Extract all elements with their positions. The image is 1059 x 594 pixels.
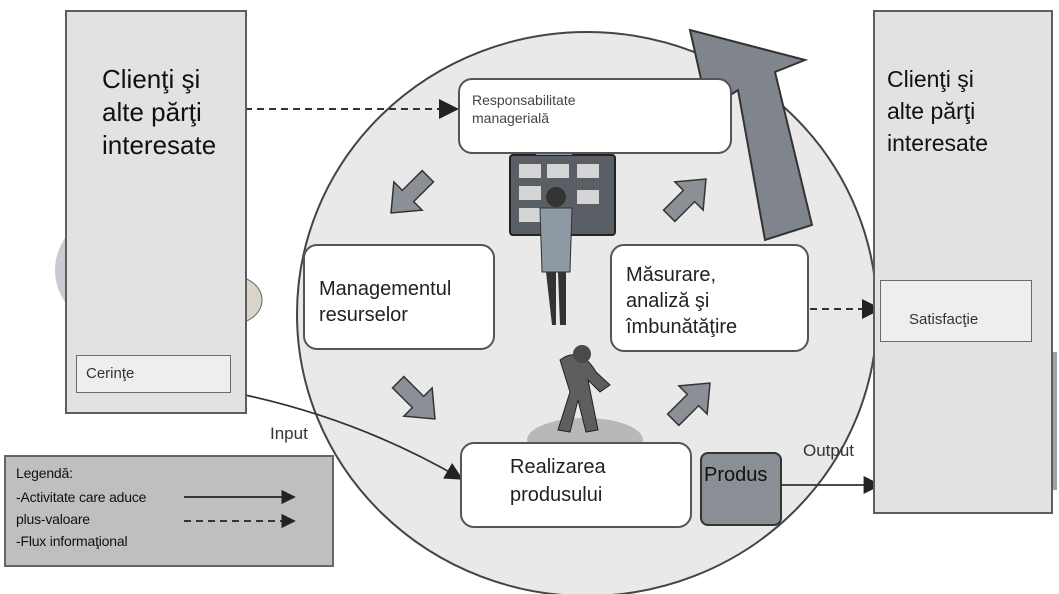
resource-management-box: Managementul resurselor <box>303 244 495 350</box>
requirements-label: Cerinţe <box>86 365 134 382</box>
left-stakeholders-panel: Clienţi şi alte părţi interesate <box>65 10 247 414</box>
management-responsibility-box: Responsabilitate managerială <box>458 78 732 154</box>
right-panel-title-line3: interesate <box>887 128 988 159</box>
output-label: Output <box>803 441 854 461</box>
product-realization-box: Realizarea produsului <box>460 442 692 528</box>
left-panel-title-line2: alte părţi <box>102 97 202 128</box>
resource-management-line2: resurselor <box>319 304 408 327</box>
input-label: Input <box>270 424 308 444</box>
legend-line-samples <box>6 457 332 565</box>
measurement-line1: Măsurare, <box>626 264 716 287</box>
measurement-analysis-box: Măsurare, analiză şi îmbunătăţire <box>610 244 809 352</box>
management-responsibility-line1: Responsabilitate <box>472 92 576 108</box>
measurement-line3: îmbunătăţire <box>626 316 737 339</box>
satisfaction-box: Satisfacţie <box>880 280 1032 342</box>
product-realization-line2: produsului <box>510 484 602 507</box>
product-box: Produs <box>700 452 782 526</box>
left-panel-title-line1: Clienţi şi <box>102 64 200 95</box>
requirements-box: Cerinţe <box>76 355 231 393</box>
measurement-line2: analiză şi <box>626 290 709 313</box>
right-stakeholders-panel: Clienţi şi alte părţi interesate <box>873 10 1053 514</box>
product-realization-line1: Realizarea <box>510 456 606 479</box>
right-panel-title-line2: alte părţi <box>887 96 975 127</box>
left-panel-title-line3: interesate <box>102 130 216 161</box>
legend-box: Legendă: -Activitate care aduce plus-val… <box>4 455 334 567</box>
satisfaction-label: Satisfacţie <box>909 311 978 328</box>
resource-management-line1: Managementul <box>319 278 451 301</box>
right-panel-title-line1: Clienţi şi <box>887 64 974 95</box>
product-label: Produs <box>704 464 767 487</box>
management-responsibility-line2: managerială <box>472 110 549 126</box>
